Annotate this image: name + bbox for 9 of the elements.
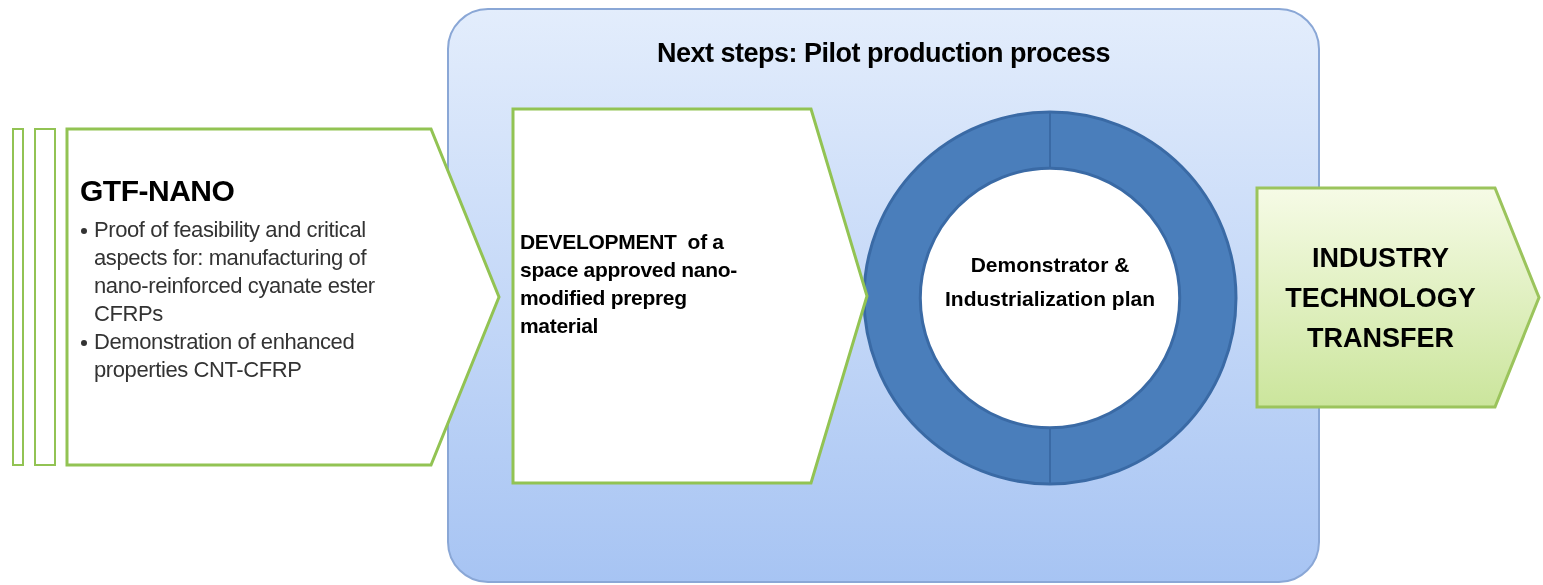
bullet-text: Proof of feasibility and critical aspects for: manufacturing of nano-reinforced cyanate ester CFRPs xyxy=(94,217,375,326)
panel-title: Next steps: Pilot production process xyxy=(655,38,1112,69)
bullet-text: Demonstration of enhanced properties CNT-CFRP xyxy=(94,329,355,382)
step-label: DEVELOPMENT of a space approved nano-modified prepreg material xyxy=(520,229,738,339)
step-label: INDUSTRY TECHNOLOGY TRANSFER xyxy=(1284,241,1477,355)
heading: GTF-NANO xyxy=(80,174,235,208)
step-label: Demonstrator & Industrialization plan xyxy=(943,252,1156,312)
bar xyxy=(12,128,24,466)
bar xyxy=(34,128,56,466)
